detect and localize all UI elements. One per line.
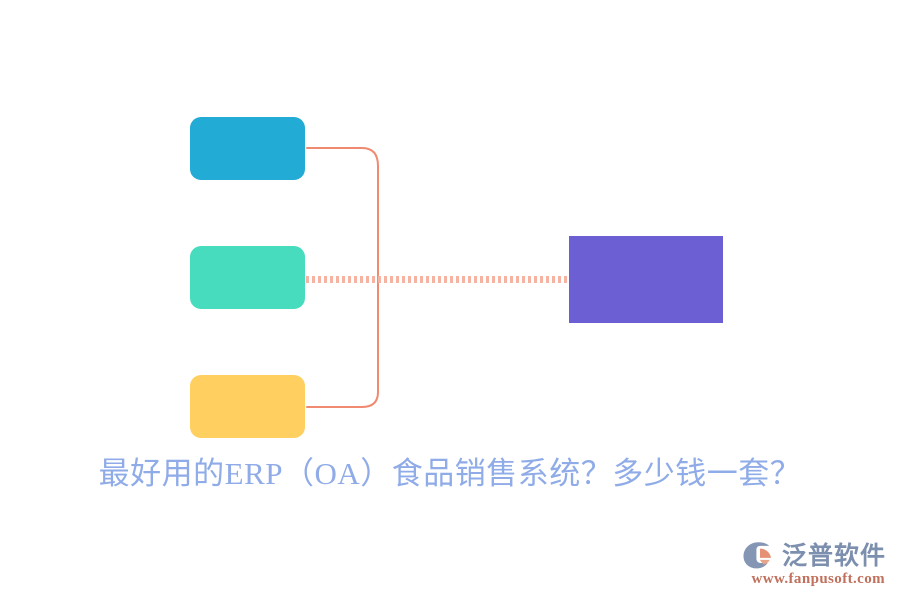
node-green[interactable] xyxy=(190,246,305,309)
brand-name: 泛普软件 xyxy=(781,540,886,570)
node-blue[interactable] xyxy=(190,117,305,180)
fanpu-logo-icon xyxy=(743,542,771,569)
connector-bracket-top xyxy=(306,147,379,181)
node-yellow[interactable] xyxy=(190,375,305,438)
page-title: 最好用的ERP（OA）食品销售系统？多少钱一套？ xyxy=(98,456,802,491)
brand-watermark: 泛普软件 www.fanpusoft.com xyxy=(742,540,886,588)
brand-url: www.fanpusoft.com xyxy=(751,571,885,587)
node-purple[interactable] xyxy=(569,236,723,323)
connector-bracket-bottom xyxy=(306,379,379,408)
brand-lockup: 泛普软件 xyxy=(742,540,886,570)
